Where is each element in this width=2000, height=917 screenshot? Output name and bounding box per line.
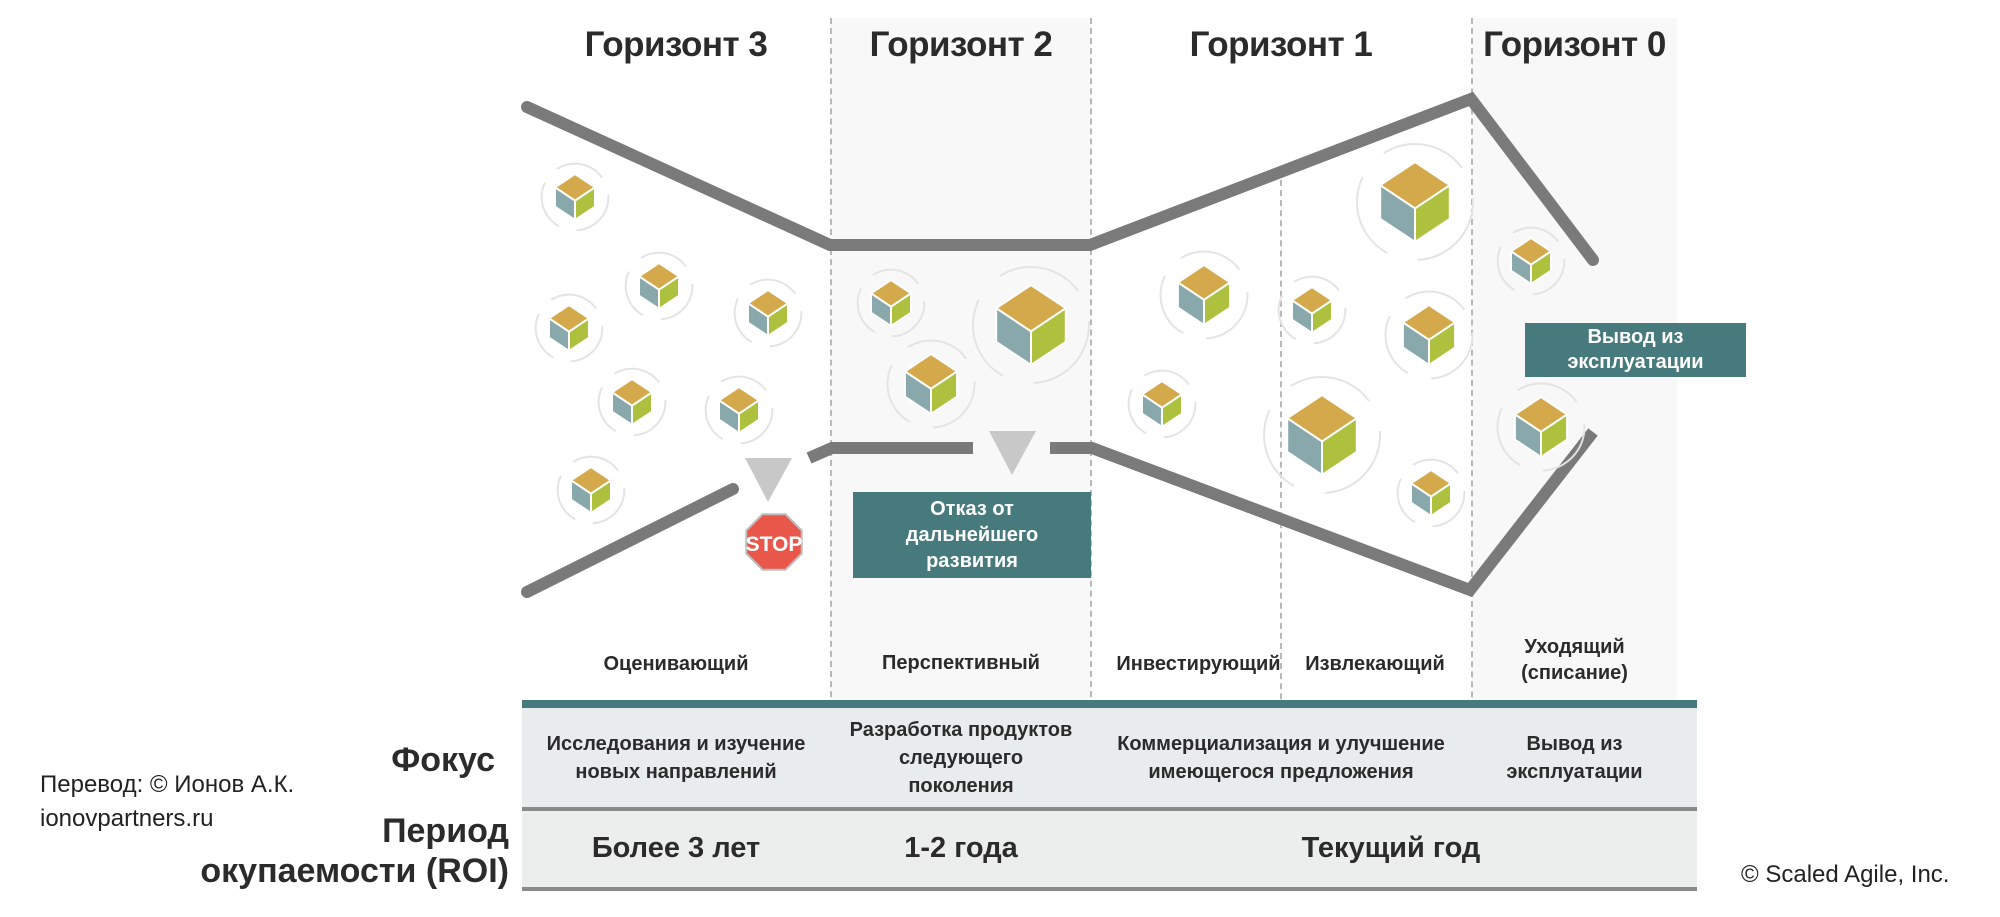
rotation-arrows-icon (624, 251, 694, 321)
table-mid-bar (522, 807, 1697, 811)
stage-emerging: Перспективный (882, 652, 1040, 674)
product-cube-icon (1263, 376, 1381, 494)
product-cube-icon (597, 367, 667, 437)
rotation-arrows-icon (856, 268, 926, 338)
divider-invest-extract (1280, 180, 1282, 810)
retire-callout: Вывод из эксплуатации (1525, 323, 1746, 377)
product-cube-icon (1277, 275, 1347, 345)
roi-row (522, 810, 1697, 887)
stop-sign-icon: STOP (745, 513, 803, 571)
roi-cell-h1-h0: Текущий год (1301, 832, 1481, 864)
product-cube-icon (972, 266, 1090, 384)
product-cube-icon (856, 268, 926, 338)
horizon-1-title: Горизонт 1 (1189, 25, 1373, 64)
funnel-bottom-line-left (521, 483, 739, 598)
rotation-arrows-icon (1263, 376, 1381, 494)
product-cube-icon (624, 251, 694, 321)
svg-text:STOP: STOP (746, 533, 803, 556)
product-cube-icon (704, 375, 774, 445)
horizon-3-title: Горизонт 3 (584, 25, 768, 64)
roi-cell-h2: 1-2 года (904, 832, 1018, 864)
funnel-top-line (521, 91, 1599, 266)
product-cube-icon (733, 278, 803, 348)
product-cube-icon (1396, 458, 1466, 528)
rotation-arrows-icon (1384, 290, 1474, 380)
stage-extracting: Извлекающий (1305, 653, 1445, 675)
rotation-arrows-icon (597, 367, 667, 437)
horizon-2-title: Горизонт 2 (869, 25, 1053, 64)
focus-cell-h0: Вывод из эксплуатации (1506, 732, 1643, 783)
copyright-notice: © Scaled Agile, Inc. (1741, 861, 1950, 888)
rotation-arrows-icon (556, 455, 626, 525)
focus-cell-h1: Коммерциализация и улучшение имеющегося … (1117, 732, 1445, 783)
stage-investing: Инвестирующий (1116, 653, 1281, 675)
product-cube-icon (1159, 250, 1249, 340)
horizon-2-panel (831, 18, 1091, 708)
funnel-bottom-line-mid (806, 442, 973, 464)
rotation-arrows-icon (886, 339, 976, 429)
focus-cell-h3: Исследования и изучение новых направлени… (546, 732, 806, 783)
abandon-callout-text: Отказ от дальнейшего развития (905, 498, 1039, 572)
product-cube-icon (886, 339, 976, 429)
translator-site-link[interactable]: ionovpartners.ru (40, 805, 214, 832)
rotation-arrows-icon (1356, 143, 1474, 261)
abandon-callout: Отказ от дальнейшего развития (853, 492, 1091, 578)
table-bottom-bar (522, 887, 1697, 891)
product-cube-icon (1127, 369, 1197, 439)
rotation-arrows-icon (540, 162, 610, 232)
rotation-arrows-icon (972, 266, 1090, 384)
product-cube-icon (1384, 290, 1474, 380)
divider-h1-h0 (1471, 18, 1473, 808)
product-cube-icon (1356, 143, 1474, 261)
rotation-arrows-icon (1496, 382, 1586, 472)
table-top-bar (522, 700, 1697, 708)
translation-credit: Перевод: © Ионов А.К. (40, 771, 295, 798)
rotation-arrows-icon (704, 375, 774, 445)
rotation-arrows-icon (1277, 275, 1347, 345)
product-cube-icon (534, 293, 604, 363)
focus-row (522, 708, 1697, 807)
focus-cell-h2: Разработка продуктов следующего поколени… (849, 718, 1073, 797)
roi-cell-h3: Более 3 лет (591, 832, 761, 864)
horizon-0-title: Горизонт 0 (1483, 25, 1666, 64)
product-cube-icon (1496, 226, 1566, 296)
rotation-arrows-icon (534, 293, 604, 363)
product-cube-icon (540, 162, 610, 232)
product-cube-icon (1496, 382, 1586, 472)
funnel-bottom-line-right (1050, 428, 1598, 598)
roi-label: Период окупаемости (ROI) (200, 812, 509, 890)
drop-triangle-h2 (989, 431, 1036, 475)
rotation-arrows-icon (1127, 369, 1197, 439)
rotation-arrows-icon (1159, 250, 1249, 340)
drop-triangle-h3 (745, 458, 792, 502)
stage-retiring: Уходящий (списание) (1521, 636, 1628, 684)
focus-label: Фокус (391, 741, 495, 779)
product-cube-icon (556, 455, 626, 525)
rotation-arrows-icon (733, 278, 803, 348)
stage-evaluating: Оценивающий (603, 653, 749, 675)
retire-callout-text: Вывод из эксплуатации (1567, 326, 1704, 373)
rotation-arrows-icon (1496, 226, 1566, 296)
rotation-arrows-icon (1396, 458, 1466, 528)
